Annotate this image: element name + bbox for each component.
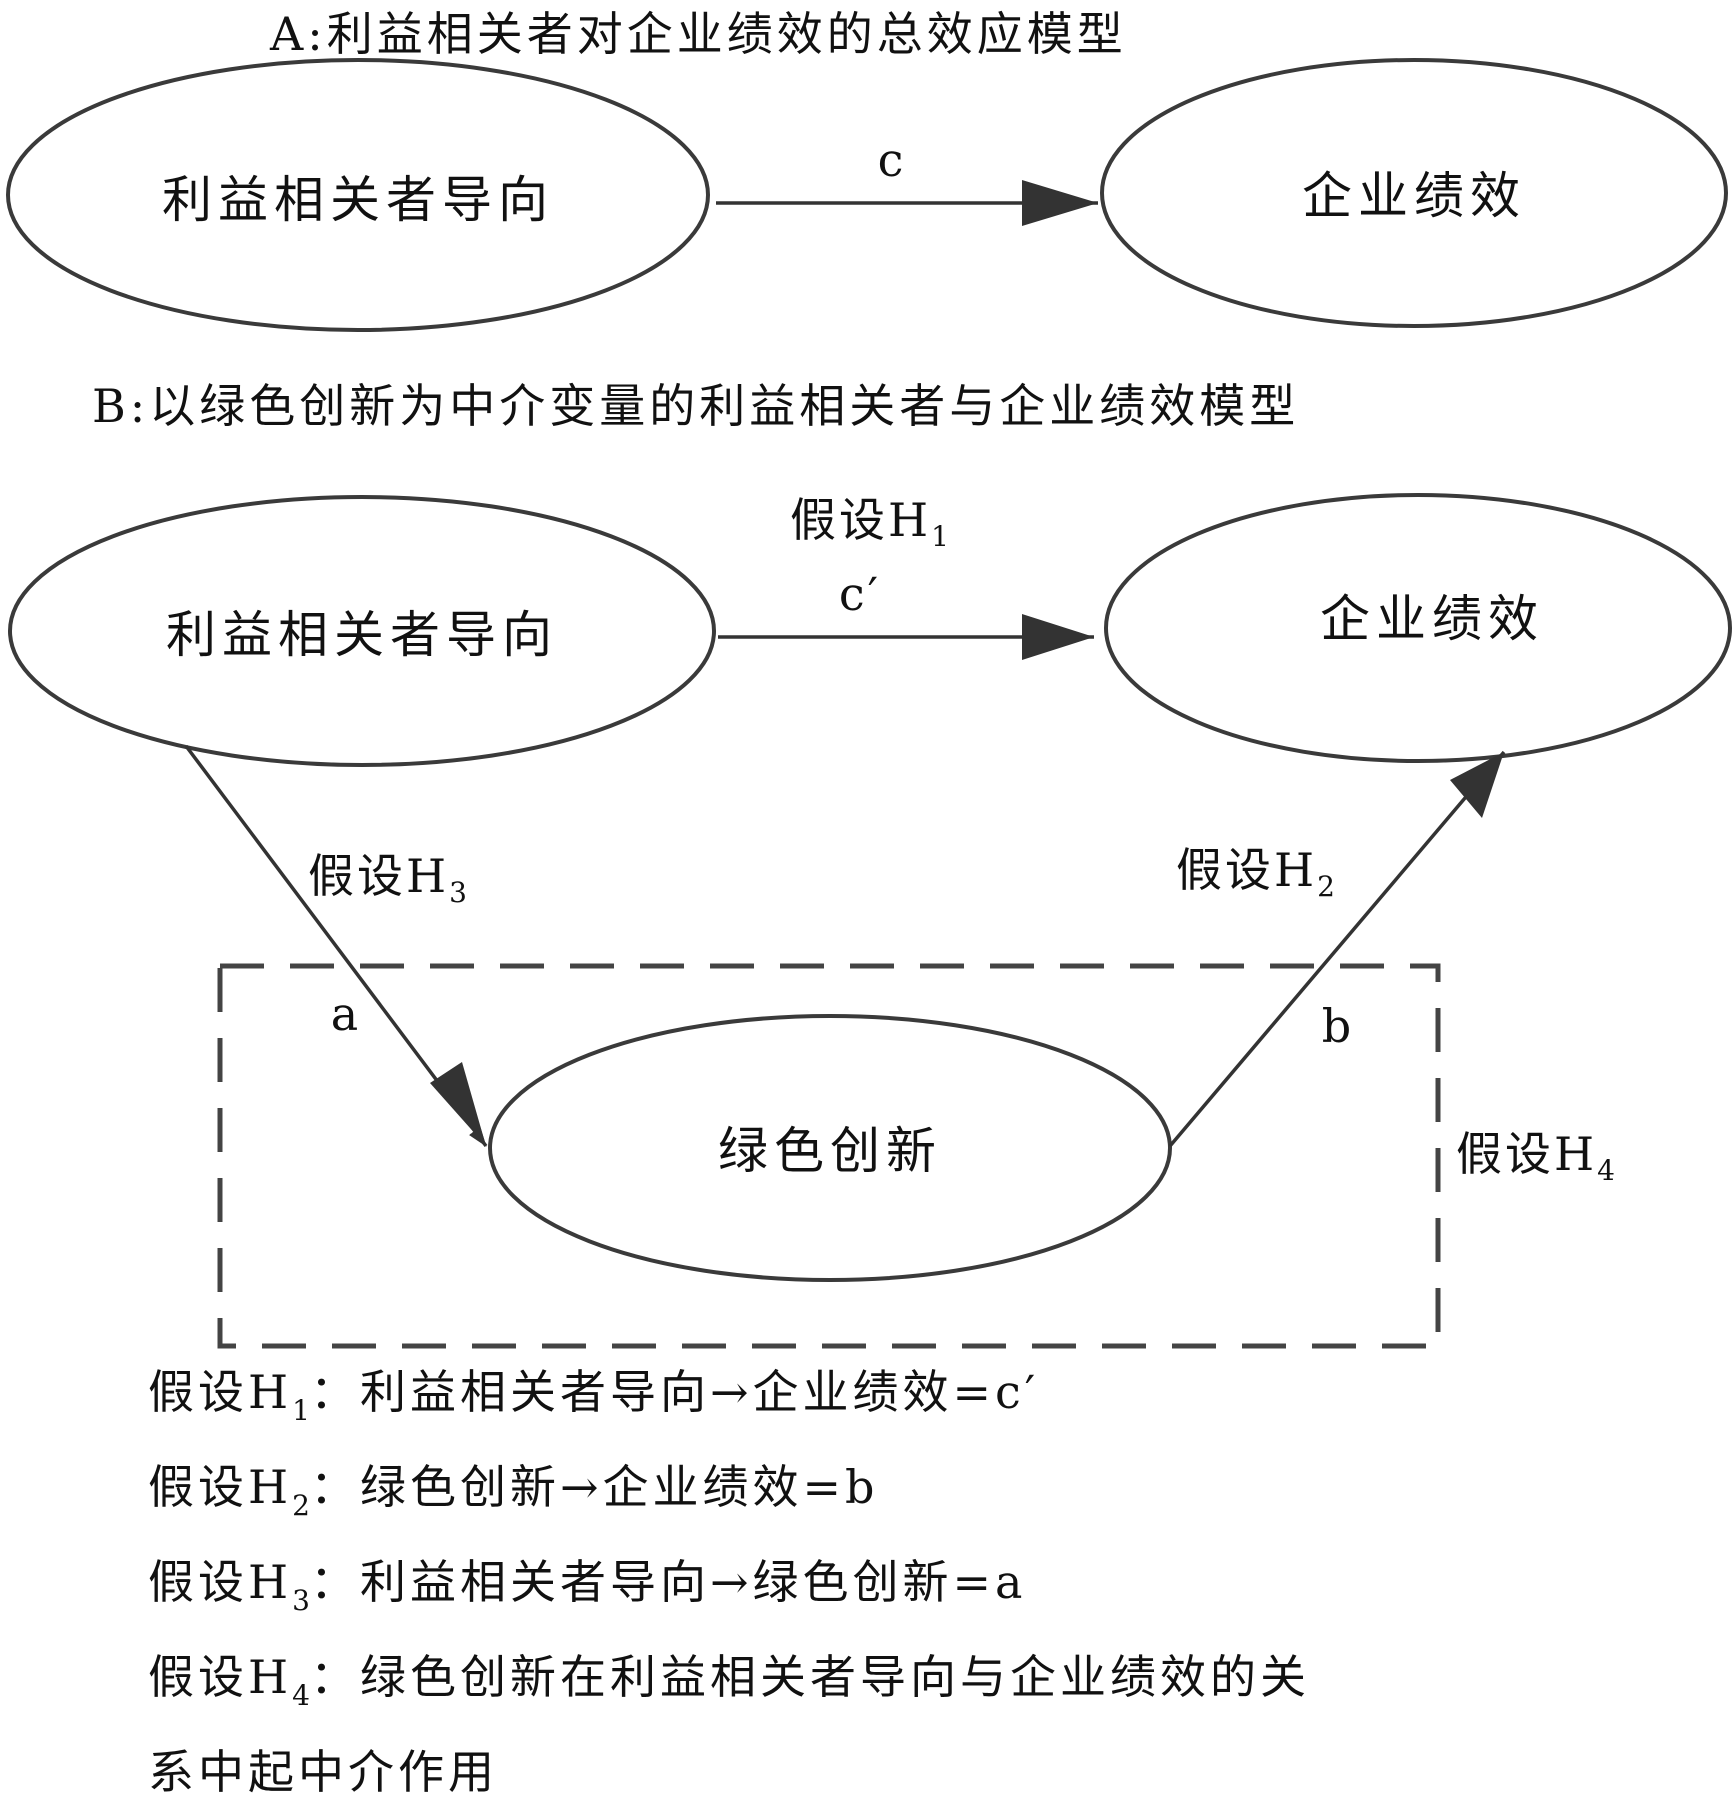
legend-row-h4-continued: 系中起中介作用 [148, 1734, 1708, 1810]
legend-h4-prefix: 假设H [148, 1650, 293, 1704]
hypothesis-legend: 假设H1：利益相关者导向→企业绩效=c′ 假设H2：绿色创新→企业绩效=b 假设… [148, 1354, 1708, 1810]
legend-h3-prefix: 假设H [148, 1555, 293, 1609]
legend-row-h4: 假设H4：绿色创新在利益相关者导向与企业绩效的关 [148, 1639, 1708, 1734]
panel-b-target-label: 企业绩效 [1320, 590, 1544, 648]
panel-b-arrowhead-h1 [1022, 614, 1094, 660]
legend-h3-text: 利益相关者导向→绿色创新=a [359, 1555, 1027, 1609]
panel-b-h1-label: 假设H1 [790, 493, 952, 553]
legend-row-h1: 假设H1：利益相关者导向→企业绩效=c′ [148, 1354, 1708, 1449]
panel-b-h2-path: b [1322, 999, 1354, 1053]
legend-h1-prefix: 假设H [148, 1365, 293, 1419]
panel-b-h4-label: 假设H4 [1456, 1127, 1618, 1187]
panel-a-source-ellipse [6, 58, 710, 332]
panel-b-edge-h2 [1168, 750, 1506, 1148]
panel-b-title: B:以绿色创新为中介变量的利益相关者与企业绩效模型 [92, 379, 1299, 433]
panel-a-arrowhead [1022, 180, 1098, 226]
legend-h3-sep: ： [309, 1555, 360, 1609]
legend-row-h2: 假设H2：绿色创新→企业绩效=b [148, 1449, 1708, 1544]
legend-h4-sep: ： [309, 1650, 360, 1704]
legend-h2-text: 绿色创新→企业绩效=b [359, 1460, 879, 1514]
panel-b-source-label: 利益相关者导向 [166, 606, 558, 664]
legend-h4-tail: 系中起中介作用 [148, 1745, 498, 1799]
legend-h4-text: 绿色创新在利益相关者导向与企业绩效的关 [359, 1650, 1310, 1704]
panel-b-h3-path: a [331, 987, 361, 1041]
panel-b-h3-label: 假设H3 [308, 849, 470, 909]
legend-h2-prefix: 假设H [148, 1460, 293, 1514]
panel-b-h1-path: c′ [839, 567, 881, 621]
legend-h2-sep: ： [309, 1460, 360, 1514]
panel-b-target-ellipse [1104, 493, 1732, 763]
panel-a-target-label: 企业绩效 [1302, 167, 1526, 225]
legend-h2-sub: 2 [292, 1489, 310, 1522]
panel-a-source-label: 利益相关者导向 [162, 171, 554, 229]
panel-b-mediation-box [217, 963, 1441, 1349]
panel-b-h2-label: 假设H2 [1176, 843, 1338, 903]
panel-b-arrowhead-h3 [430, 1062, 486, 1146]
legend-h1-sep: ： [309, 1365, 360, 1419]
panel-a-edge-label: c [878, 133, 907, 187]
panel-b-source-ellipse [8, 495, 716, 767]
legend-row-h3: 假设H3：利益相关者导向→绿色创新=a [148, 1544, 1708, 1639]
legend-h3-sub: 3 [292, 1584, 310, 1617]
panel-a-target-ellipse [1100, 58, 1728, 328]
panel-a-title: A:利益相关者对企业绩效的总效应模型 [269, 7, 1127, 61]
panel-b-mediator-ellipse [488, 1014, 1172, 1282]
panel-b-mediator-label: 绿色创新 [718, 1122, 942, 1180]
panel-b-arrowhead-h2 [1450, 752, 1504, 818]
legend-h1-sub: 1 [292, 1394, 310, 1427]
legend-h1-text: 利益相关者导向→企业绩效=c′ [359, 1365, 1040, 1419]
legend-h4-sub: 4 [292, 1679, 310, 1712]
